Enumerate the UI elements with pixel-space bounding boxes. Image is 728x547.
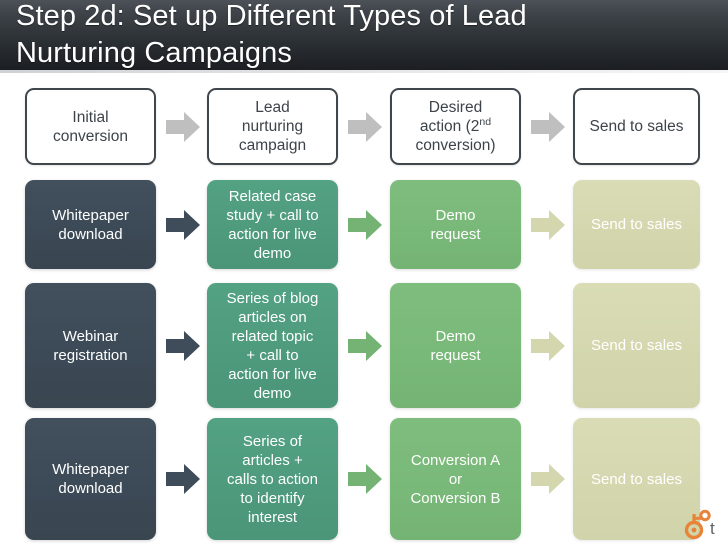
hubspot-logo-mark: t xyxy=(710,519,715,538)
arrow-green-row2 xyxy=(348,331,382,361)
header-box-initial-conversion: Initial conversion xyxy=(25,88,156,165)
lead-nurturing-flow-diagram: Initial conversion Lead nurturing campai… xyxy=(0,73,728,546)
row2-box-series-of-blog-articles: Series of blog articles on related topic… xyxy=(207,283,338,408)
header-cell-lead-nurturing-campaign[interactable]: Lead nurturing campaign xyxy=(207,88,338,165)
row3-cell-desired-action[interactable]: Conversion A or Conversion B xyxy=(390,418,521,540)
arrow-slate-row1 xyxy=(166,210,200,240)
arrow-khaki-row2 xyxy=(531,331,565,361)
row1-box-send-to-sales: Send to sales xyxy=(573,180,700,269)
header-box-desired-action: Desired action (2nd conversion) xyxy=(390,88,521,165)
arrow-gray-3 xyxy=(531,112,565,142)
header-cell-desired-action[interactable]: Desired action (2nd conversion) xyxy=(390,88,521,165)
arrow-slate-row3 xyxy=(166,464,200,494)
row1-cell-conversion[interactable]: Whitepaper download xyxy=(25,180,156,269)
row2-box-demo-request: Demo request xyxy=(390,283,521,408)
row2-box-send-to-sales: Send to sales xyxy=(573,283,700,408)
row2-cell-send-to-sales[interactable]: Send to sales xyxy=(573,283,700,408)
diagram-row-whitepaper-demo: Whitepaper download Related case study +… xyxy=(0,180,728,269)
row3-box-send-to-sales: Send to sales xyxy=(573,418,700,540)
arrow-khaki-row1 xyxy=(531,210,565,240)
arrow-slate-row2 xyxy=(166,331,200,361)
row1-box-demo-request: Demo request xyxy=(390,180,521,269)
row2-cell-conversion[interactable]: Webinar registration xyxy=(25,283,156,408)
header-cell-initial-conversion[interactable]: Initial conversion xyxy=(25,88,156,165)
row3-cell-nurturing[interactable]: Series of articles + calls to action to … xyxy=(207,418,338,540)
row1-cell-desired-action[interactable]: Demo request xyxy=(390,180,521,269)
diagram-row-webinar-demo: Webinar registration Series of blog arti… xyxy=(0,283,728,408)
row1-cell-send-to-sales[interactable]: Send to sales xyxy=(573,180,700,269)
arrow-gray-1 xyxy=(166,112,200,142)
row3-box-series-of-articles: Series of articles + calls to action to … xyxy=(207,418,338,540)
diagram-header-row: Initial conversion Lead nurturing campai… xyxy=(0,88,728,165)
diagram-row-whitepaper-conversion: Whitepaper download Series of articles +… xyxy=(0,418,728,540)
arrow-green-row3 xyxy=(348,464,382,494)
row1-cell-nurturing[interactable]: Related case study + call to action for … xyxy=(207,180,338,269)
header-box-send-to-sales: Send to sales xyxy=(573,88,700,165)
row3-cell-send-to-sales[interactable]: Send to sales xyxy=(573,418,700,540)
header-box-lead-nurturing-campaign: Lead nurturing campaign xyxy=(207,88,338,165)
ordinal-suffix: nd xyxy=(479,115,492,128)
row1-box-whitepaper-download: Whitepaper download xyxy=(25,180,156,269)
arrow-gray-2 xyxy=(348,112,382,142)
header-box-desired-action-text: Desired action (2nd conversion) xyxy=(415,99,496,154)
row1-box-related-case-study: Related case study + call to action for … xyxy=(207,180,338,269)
row2-cell-desired-action[interactable]: Demo request xyxy=(390,283,521,408)
row3-cell-conversion[interactable]: Whitepaper download xyxy=(25,418,156,540)
header-cell-send-to-sales[interactable]: Send to sales xyxy=(573,88,700,165)
hubspot-sprocket-logo: t xyxy=(674,508,720,542)
row2-box-webinar-registration: Webinar registration xyxy=(25,283,156,408)
arrow-khaki-row3 xyxy=(531,464,565,494)
arrow-green-row1 xyxy=(348,210,382,240)
row3-box-conversion-a-or-b: Conversion A or Conversion B xyxy=(390,418,521,540)
row2-cell-nurturing[interactable]: Series of blog articles on related topic… xyxy=(207,283,338,408)
title-divider xyxy=(0,70,728,73)
row3-box-whitepaper-download: Whitepaper download xyxy=(25,418,156,540)
